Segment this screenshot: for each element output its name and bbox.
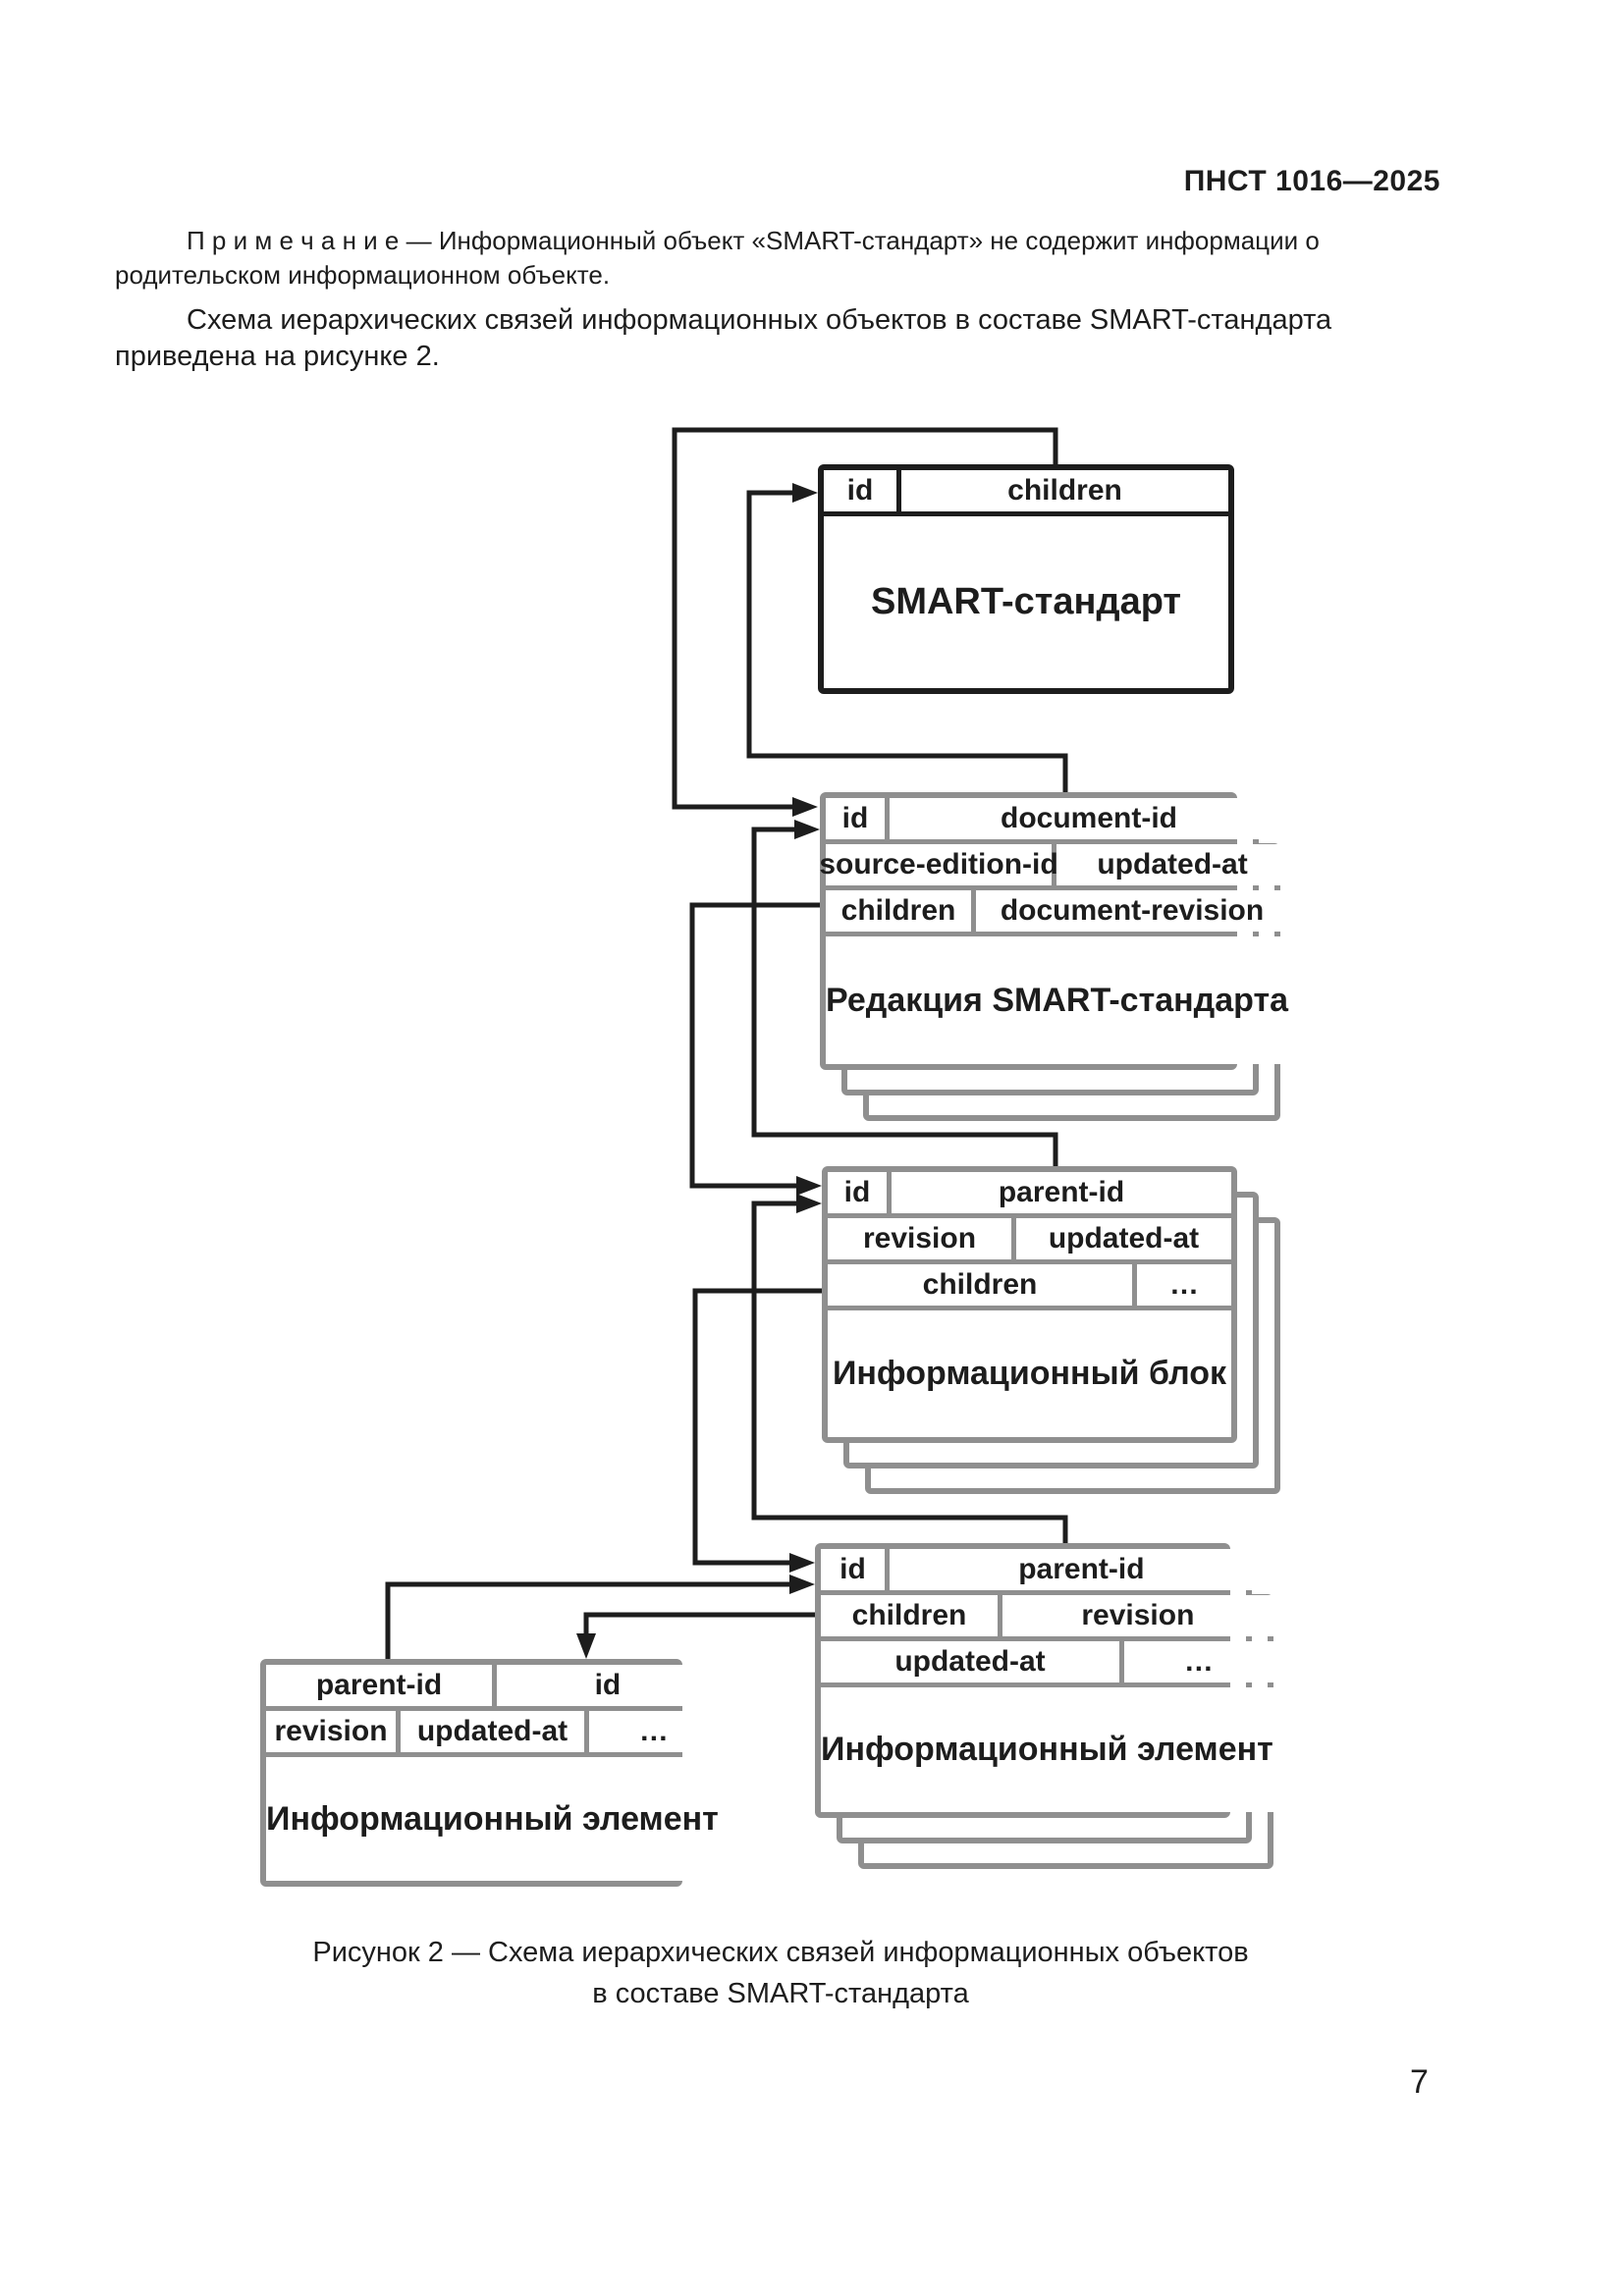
body-paragraph: Схема иерархических связей информационны… [115,304,1332,372]
box-title: Информационный блок [828,1310,1231,1437]
field-cell-revision: revision [266,1711,396,1752]
field-cell-children: children [901,470,1228,511]
field-cell-updated-at: updated-at [821,1641,1119,1682]
note-paragraph: П р и м е ч а н и е — Информационный объ… [115,226,1320,290]
field-cell-revision: revision [828,1218,1011,1259]
field-cell-id: id [821,1549,885,1590]
object-box-information-element: id parent-id children revision updated-a… [815,1543,1273,1818]
figure-caption-line1: Рисунок 2 — Схема иерархических связей и… [312,1937,1249,1968]
field-cell-children: children [828,1264,1132,1306]
object-box-smart-standard-edition: id document-id source-edition-id updated… [819,792,1289,1070]
box-title: Редакция SMART-стандарта [826,936,1289,1064]
field-cell-updated-at: updated-at [401,1711,584,1752]
field-cell-ellipsis: … [1124,1641,1273,1682]
field-cell-id: id [826,798,885,839]
page-number: 7 [1410,2063,1429,2101]
field-cell-parent-id: parent-id [892,1172,1231,1213]
field-cell-id: id [497,1665,719,1706]
field-cell-document-id: document-id [890,798,1289,839]
link-child-parentid-to-element-id [385,1575,815,1659]
field-cell-updated-at: updated-at [1056,844,1289,885]
field-cell-ellipsis: … [589,1711,719,1752]
link-element-parentid-to-block-id [751,1194,1068,1543]
field-cell-id: id [828,1172,887,1213]
figure-caption: Рисунок 2 — Схема иерархических связей и… [260,1932,1301,2014]
object-box-information-block: id parent-id revision updated-at childre… [822,1166,1237,1443]
field-cell-ellipsis: … [1137,1264,1231,1306]
field-cell-children: children [821,1595,998,1636]
field-cell-source-edition-id: source-edition-id [819,844,1058,885]
link-block-children-to-element-id [692,1288,822,1573]
field-cell-parent-id: parent-id [890,1549,1273,1590]
box-title: Информационный элемент [266,1757,719,1881]
field-cell-updated-at: updated-at [1016,1218,1231,1259]
field-cell-revision: revision [1002,1595,1273,1636]
field-cell-parent-id: parent-id [266,1665,492,1706]
field-cell-id: id [824,470,896,511]
box-title: SMART-стандарт [824,516,1228,688]
link-documentid-to-standard-id [746,483,1068,792]
box-title: Информационный элемент [821,1687,1273,1812]
field-cell-document-revision: document-revision [976,890,1289,932]
document-header: ПНСТ 1016—2025 [1183,165,1440,197]
field-cell-children: children [826,890,971,932]
link-children-to-edition-id [672,427,1058,817]
object-box-information-element-child: parent-id id revision updated-at … Инфор… [260,1659,719,1887]
figure-caption-line2: в составе SMART-стандарта [592,1978,969,2009]
link-block-parentid-to-edition-id [751,820,1058,1166]
object-box-smart-standard: id children SMART-стандарт [818,464,1234,694]
link-element-children-to-child-id [576,1612,815,1659]
